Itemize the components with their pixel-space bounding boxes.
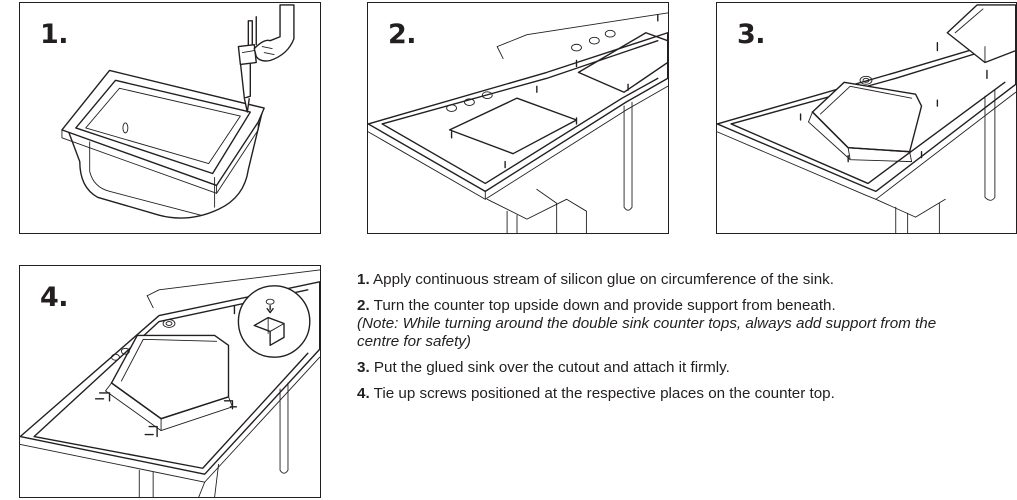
instruction-2-text: Turn the counter top upside down and pro… — [369, 297, 836, 314]
instruction-3-number: 3. — [357, 359, 370, 376]
instruction-2-number: 2. — [357, 297, 370, 314]
step-3-number: 3. — [737, 19, 766, 50]
step-1-number: 1. — [40, 19, 69, 50]
counter-upside-down-illustration — [368, 12, 668, 233]
instruction-1-number: 1. — [357, 271, 370, 288]
sink-over-cutout-illustration — [717, 4, 1016, 233]
step-3-panel: 3. — [716, 2, 1017, 234]
instruction-4-number: 4. — [357, 385, 370, 402]
instruction-3: 3. Put the glued sink over the cutout an… — [357, 358, 1017, 377]
instruction-4: 4. Tie up screws positioned at the respe… — [357, 384, 1017, 403]
instruction-2: 2. Turn the counter top upside down and … — [357, 296, 1017, 315]
instruction-4-text: Tie up screws positioned at the respecti… — [369, 385, 835, 402]
instruction-3-text: Put the glued sink over the cutout and a… — [369, 359, 730, 376]
step-4-number: 4. — [40, 282, 69, 313]
safety-note: (Note: While turning around the double s… — [357, 315, 1017, 351]
step-4-panel: 4. — [19, 265, 321, 498]
instruction-1: 1. Apply continuous stream of silicon gl… — [357, 270, 1017, 289]
instruction-1-text: Apply continuous stream of silicon glue … — [369, 271, 834, 288]
sink-glue-illustration — [61, 4, 295, 219]
step-2-number: 2. — [388, 19, 417, 50]
instructions-text: 1. Apply continuous stream of silicon gl… — [357, 270, 1017, 410]
step-1-panel: 1. — [19, 2, 321, 234]
safety-note-line-1: (Note: While turning around the double s… — [357, 315, 937, 332]
safety-note-line-2: centre for safety) — [357, 333, 471, 350]
step-2-panel: 2. — [367, 2, 669, 234]
screws-on-counter-illustration — [20, 269, 320, 497]
